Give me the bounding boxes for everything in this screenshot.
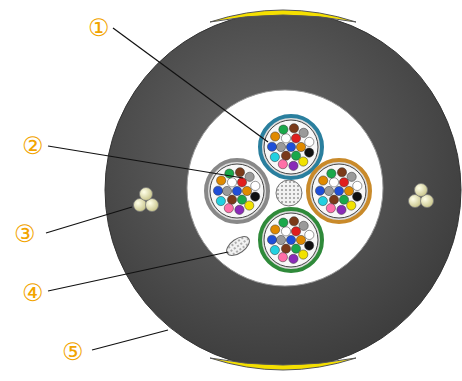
fibre: [286, 142, 295, 151]
fibre: [281, 134, 290, 143]
tube: [308, 160, 370, 222]
callout-number: ④: [22, 280, 44, 306]
fibre: [286, 235, 295, 244]
fibre: [344, 186, 353, 195]
fibre: [227, 178, 236, 187]
fibre: [291, 227, 300, 236]
fibre: [279, 218, 288, 227]
tube-inner: [264, 120, 318, 174]
fibre: [339, 178, 348, 187]
fibre: [299, 157, 308, 166]
steel-wire: [415, 184, 428, 197]
fibre: [224, 204, 233, 213]
fibre: [305, 230, 314, 239]
fibre: [251, 192, 260, 201]
fibre: [281, 244, 290, 253]
fibre: [242, 186, 251, 195]
fibre: [315, 186, 324, 195]
fibre: [281, 151, 290, 160]
fibre: [227, 195, 236, 204]
fibre: [326, 204, 335, 213]
fibre: [289, 124, 298, 133]
fibre: [235, 205, 244, 214]
fibre: [278, 253, 287, 262]
fibre: [318, 196, 327, 205]
fibre: [213, 186, 222, 195]
steel-wire: [140, 188, 153, 201]
fibre: [281, 227, 290, 236]
fibre: [251, 181, 260, 190]
fibre: [353, 181, 362, 190]
fibre: [347, 172, 356, 181]
callout-number: ②: [22, 133, 44, 159]
fibre: [299, 221, 308, 230]
fibre: [267, 235, 276, 244]
fibre: [327, 169, 336, 178]
tube: [260, 209, 322, 271]
fibre: [245, 201, 254, 210]
fibre: [337, 168, 346, 177]
top-marker: [210, 10, 356, 22]
fibre: [278, 160, 287, 169]
loose-tubes: [206, 116, 370, 271]
fibre: [235, 168, 244, 177]
fibre: [237, 178, 246, 187]
fibre: [347, 201, 356, 210]
strength-wires: [134, 184, 434, 212]
fibre: [305, 148, 314, 157]
fibre: [299, 128, 308, 137]
tube-inner: [312, 164, 366, 218]
fibre: [279, 125, 288, 134]
leader-lines: [46, 28, 268, 350]
fibre: [329, 195, 338, 204]
fibre: [276, 235, 285, 244]
fibre: [270, 152, 279, 161]
fibre: [267, 142, 276, 151]
fibre: [319, 176, 328, 185]
tube: [206, 160, 268, 222]
fibre: [305, 241, 314, 250]
fibre: [289, 161, 298, 170]
fibre: [271, 132, 280, 141]
fibre: [305, 137, 314, 146]
tube-inner: [210, 164, 264, 218]
fibre: [329, 178, 338, 187]
bottom-marker: [210, 358, 356, 370]
fibre: [217, 176, 226, 185]
fibre: [216, 196, 225, 205]
fibre: [245, 172, 254, 181]
central-member: [276, 180, 302, 206]
fibre: [337, 205, 346, 214]
fibre: [296, 142, 305, 151]
fibre: [232, 186, 241, 195]
fibre: [353, 192, 362, 201]
callout-number: ③: [14, 221, 36, 247]
callout-number: ⑤: [62, 339, 84, 365]
fibre: [334, 186, 343, 195]
callout-number: ①: [88, 15, 110, 41]
fibre: [270, 245, 279, 254]
fibre: [276, 142, 285, 151]
fibre: [271, 225, 280, 234]
outer-jacket: [105, 12, 461, 368]
fibre: [222, 186, 231, 195]
fibre: [296, 235, 305, 244]
ripcord: [223, 233, 252, 259]
fibre: [289, 217, 298, 226]
fibre: [289, 254, 298, 263]
fibre: [324, 186, 333, 195]
tube: [260, 116, 322, 178]
tube-inner: [264, 213, 318, 267]
inner-cavity: [187, 90, 383, 286]
fibre: [291, 134, 300, 143]
fibre: [299, 250, 308, 259]
